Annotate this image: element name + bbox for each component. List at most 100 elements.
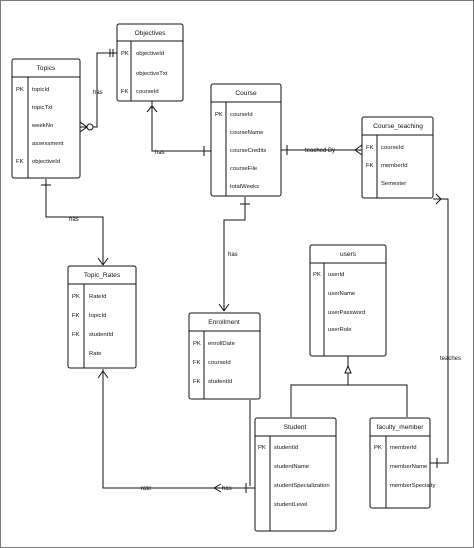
rel-rates-student-crow-left (97, 370, 104, 379)
field-name: enrollDate (208, 341, 236, 347)
entity-topics-box (11, 58, 81, 179)
entity-course-box (210, 83, 282, 197)
rel-topics-rates-crow-right (102, 257, 109, 266)
field-name: studentId (89, 332, 113, 338)
entity-topic-rates-title: Topic_Rates (84, 272, 121, 279)
field-key: FK (366, 163, 374, 169)
rel-topics-rates-crow-left (97, 257, 104, 266)
field-key: FK (193, 360, 201, 366)
field-name: memberSpecialty (390, 483, 436, 489)
rel-enrollment-student-crow-lower (213, 487, 222, 493)
entity-topics-title: Topics (37, 65, 56, 72)
rel-course-enrollment-label: has (228, 252, 238, 258)
field-name: assessment (32, 141, 64, 147)
rel-course-enrollment-line (223, 197, 246, 311)
field-name: courseId (230, 112, 253, 118)
rel-objectives-course-line (151, 101, 211, 152)
entity-enrollment-title: Enrollment (208, 319, 240, 326)
field-key: FK (193, 379, 201, 385)
rel-rates-student: rate (97, 369, 255, 492)
field-name: weekNo (31, 123, 54, 129)
entity-course-teaching-box (361, 116, 434, 199)
field-key: FK (72, 332, 80, 338)
field-name: courseId (381, 145, 404, 151)
rel-rates-student-label: rate (141, 486, 152, 492)
rel-objectives-topics: has (79, 49, 117, 133)
entity-objectives-title: Objectives (135, 30, 166, 37)
inheritance-arrow-icon (344, 364, 352, 374)
rel-course-teaching-label: teached By (305, 148, 335, 154)
field-name: topicTxt (32, 105, 53, 111)
field-name: objectiveTxt (136, 71, 168, 77)
entity-topic-rates-box (67, 265, 137, 369)
field-key: PK (121, 51, 129, 57)
field-name: userRole (328, 327, 352, 333)
rel-objectives-course-crow-left (146, 105, 153, 113)
field-key: PK (374, 445, 382, 451)
field-name: studentId (274, 445, 298, 451)
rel-enrollment-student: has (213, 400, 251, 493)
field-key: PK (258, 445, 266, 451)
rel-objectives-topics-crow-upper (79, 121, 88, 128)
entity-users-title: users (340, 251, 357, 258)
field-name: studentSpecialization (274, 483, 330, 489)
field-name: courseCredits (230, 148, 266, 154)
field-key: PK (193, 341, 201, 347)
rel-faculty-teaching: teaches (430, 193, 461, 468)
field-name: studentId (208, 379, 232, 385)
rel-objectives-topics-label: has (93, 90, 103, 96)
rel-users-inheritance (290, 356, 408, 417)
inheritance-branch (290, 384, 408, 417)
rel-faculty-teaching-crow-lower (435, 198, 442, 205)
rel-course-enrollment: has (218, 197, 250, 312)
rel-course-teaching-crow-upper (354, 144, 363, 151)
entity-student-box (254, 417, 337, 532)
field-name: userPassword (328, 310, 365, 316)
field-name: courseId (136, 89, 159, 95)
entity-course-teaching-title: Course_teaching (373, 123, 423, 130)
field-name: studentName (274, 464, 310, 470)
field-name: studentLevel (274, 502, 307, 508)
rel-rates-student-crow-right (102, 370, 109, 379)
rel-course-teaching-crow-lower (354, 149, 363, 156)
entity-course: Course PK courseId courseName courseCred… (210, 83, 282, 197)
entity-objectives: Objectives PK objectiveId objectiveTxt F… (116, 23, 184, 102)
rel-topics-rates: has (41, 179, 109, 266)
field-name: memberId (381, 163, 408, 169)
entity-faculty-member-title: faculty_member (377, 424, 425, 431)
entity-course-title: Course (235, 90, 257, 97)
entity-users-box (309, 244, 387, 357)
entity-objectives-box (116, 23, 184, 102)
field-name: courseFile (230, 166, 258, 172)
field-name: memberName (390, 464, 428, 470)
field-key: PK (215, 112, 223, 118)
field-name: Semester (381, 181, 406, 187)
entity-users: users PK userId userName userPassword us… (309, 244, 387, 357)
entity-topic-rates: Topic_Rates PK RateId FK topicId FK stud… (67, 265, 137, 369)
rel-faculty-teaching-line (430, 198, 449, 464)
rel-objectives-course-crow-right (151, 105, 158, 113)
field-key: PK (16, 87, 24, 93)
entity-enrollment: Enrollment PK enrollDate FK courseId FK … (188, 312, 261, 400)
field-name: topicId (89, 313, 106, 319)
rel-objectives-course: has (146, 101, 211, 156)
field-key: FK (72, 313, 80, 319)
field-key: PK (72, 294, 80, 300)
entity-topics: Topics PK topicId topicTxt weekNo assess… (11, 58, 81, 179)
field-name: courseName (230, 130, 264, 136)
field-key: PK (313, 272, 321, 278)
rel-objectives-topics-circle (86, 123, 94, 131)
field-key: FK (16, 159, 24, 165)
rel-faculty-teaching-label: teaches (440, 356, 461, 362)
field-name: objectiveId (136, 51, 164, 57)
entity-faculty-member-box (369, 417, 431, 509)
rel-objectives-course-label: has (155, 150, 165, 156)
rel-faculty-teaching-crow-upper (435, 193, 442, 200)
rel-course-enrollment-crow-right (223, 303, 230, 312)
field-name: userName (328, 291, 356, 297)
field-name: courseId (208, 360, 231, 366)
rel-course-teaching: teached By (281, 144, 363, 156)
rel-topics-rates-label: has (69, 217, 79, 223)
field-key: FK (121, 89, 129, 95)
